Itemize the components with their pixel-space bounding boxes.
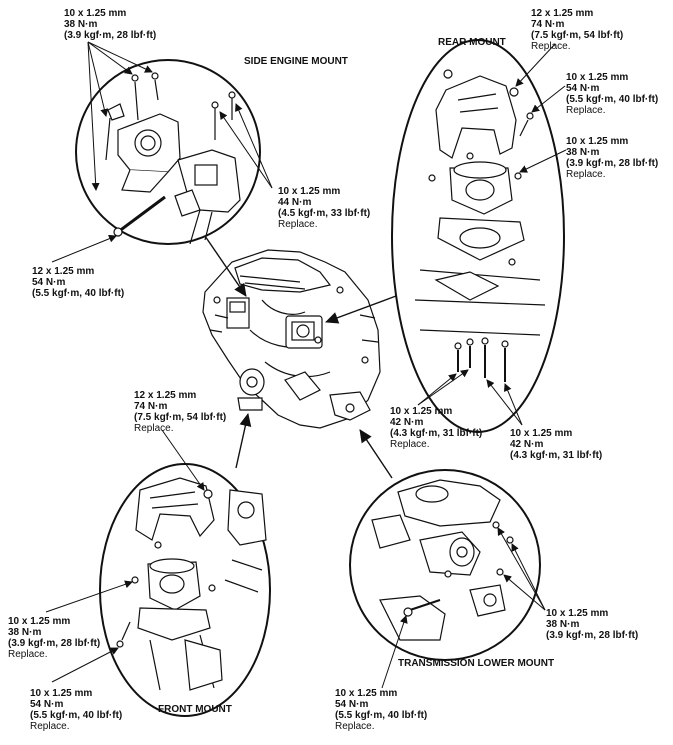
spec-rear-bottom-right: 10 x 1.25 mm 42 N·m (4.3 kgf·m, 31 lbf·f… bbox=[510, 428, 602, 461]
callout-leaders bbox=[45, 41, 567, 689]
transmission-lower-mount-title: TRANSMISSION LOWER MOUNT bbox=[398, 658, 554, 669]
torque-nm: 38 N·m bbox=[64, 19, 98, 30]
bolt-size: 10 x 1.25 mm bbox=[8, 616, 71, 627]
torque-nm: 54 N·m bbox=[32, 277, 66, 288]
title-line: SIDE ENGINE bbox=[244, 56, 309, 67]
torque-alt: (5.5 kgf·m, 40 lbf·ft) bbox=[32, 288, 125, 299]
front-mount-title: FRONT MOUNT bbox=[158, 704, 232, 715]
torque-alt: (5.5 kgf·m, 40 lbf·ft) bbox=[566, 94, 659, 105]
side-engine-mount-detail bbox=[75, 59, 261, 245]
torque-nm: 38 N·m bbox=[566, 147, 600, 158]
replace-note: Replace. bbox=[390, 439, 430, 450]
bolt-size: 10 x 1.25 mm bbox=[566, 136, 629, 147]
title-line: TRANSMISSION LOWER bbox=[398, 658, 515, 669]
spec-trans-right: 10 x 1.25 mm 38 N·m (3.9 kgf·m, 28 lbf·f… bbox=[546, 608, 638, 641]
torque-alt: (7.5 kgf·m, 54 lbf·ft) bbox=[134, 412, 227, 423]
bolt-size: 10 x 1.25 mm bbox=[390, 406, 453, 417]
rear-mount-detail bbox=[391, 39, 565, 433]
side-engine-mount-title: SIDE ENGINE MOUNT bbox=[244, 56, 348, 67]
engine-assembly bbox=[202, 249, 381, 429]
spec-rear-right2: 10 x 1.25 mm 38 N·m (3.9 kgf·m, 28 lbf·f… bbox=[566, 136, 658, 180]
torque-nm: 38 N·m bbox=[546, 619, 580, 630]
bolt-size: 12 x 1.25 mm bbox=[531, 8, 594, 19]
torque-alt: (5.5 kgf·m, 40 lbf·ft) bbox=[30, 710, 123, 721]
torque-alt: (7.5 kgf·m, 54 lbf·ft) bbox=[531, 30, 624, 41]
replace-note: Replace. bbox=[531, 41, 571, 52]
torque-nm: 38 N·m bbox=[8, 627, 42, 638]
title-line: MOUNT bbox=[311, 56, 348, 67]
transmission-lower-mount-detail bbox=[349, 469, 541, 661]
title-line: REAR MOUNT bbox=[438, 37, 506, 48]
detail-pointer-arrows bbox=[204, 235, 397, 479]
bolt-size: 10 x 1.25 mm bbox=[30, 688, 93, 699]
title-line: FRONT MOUNT bbox=[158, 704, 232, 715]
bolt-size: 10 x 1.25 mm bbox=[64, 8, 127, 19]
bolt-size: 12 x 1.25 mm bbox=[134, 390, 197, 401]
bolt-size: 10 x 1.25 mm bbox=[510, 428, 573, 439]
spec-rear-top: 12 x 1.25 mm 74 N·m (7.5 kgf·m, 54 lbf·f… bbox=[531, 8, 623, 52]
replace-note: Replace. bbox=[566, 169, 606, 180]
torque-alt: (3.9 kgf·m, 28 lbf·ft) bbox=[546, 630, 639, 641]
torque-nm: 74 N·m bbox=[134, 401, 168, 412]
spec-side-left: 12 x 1.25 mm 54 N·m (5.5 kgf·m, 40 lbf·f… bbox=[32, 266, 124, 299]
spec-front-left2: 10 x 1.25 mm 54 N·m (5.5 kgf·m, 40 lbf·f… bbox=[30, 688, 122, 732]
bolt-size: 10 x 1.25 mm bbox=[278, 186, 341, 197]
replace-note: Replace. bbox=[566, 105, 606, 116]
replace-note: Replace. bbox=[30, 721, 70, 732]
spec-rear-right1: 10 x 1.25 mm 54 N·m (5.5 kgf·m, 40 lbf·f… bbox=[566, 72, 658, 116]
bolt-size: 12 x 1.25 mm bbox=[32, 266, 95, 277]
torque-alt: (4.5 kgf·m, 33 lbf·ft) bbox=[278, 208, 371, 219]
bolt-size: 10 x 1.25 mm bbox=[335, 688, 398, 699]
torque-alt: (3.9 kgf·m, 28 lbf·ft) bbox=[566, 158, 659, 169]
torque-nm: 54 N·m bbox=[566, 83, 600, 94]
spec-side-top: 10 x 1.25 mm 38 N·m (3.9 kgf·m, 28 lbf·f… bbox=[64, 8, 156, 41]
spec-front-top: 12 x 1.25 mm 74 N·m (7.5 kgf·m, 54 lbf·f… bbox=[134, 390, 226, 434]
replace-note: Replace. bbox=[335, 721, 375, 732]
bolt-size: 10 x 1.25 mm bbox=[566, 72, 629, 83]
torque-nm: 42 N·m bbox=[390, 417, 424, 428]
torque-nm: 54 N·m bbox=[30, 699, 64, 710]
title-line: MOUNT bbox=[517, 658, 555, 669]
spec-side-right: 10 x 1.25 mm 44 N·m (4.5 kgf·m, 33 lbf·f… bbox=[278, 186, 370, 230]
torque-alt: (4.3 kgf·m, 31 lbf·ft) bbox=[510, 450, 603, 461]
torque-nm: 44 N·m bbox=[278, 197, 312, 208]
bolt-size: 10 x 1.25 mm bbox=[546, 608, 609, 619]
spec-front-left1: 10 x 1.25 mm 38 N·m (3.9 kgf·m, 28 lbf·f… bbox=[8, 616, 100, 660]
replace-note: Replace. bbox=[8, 649, 48, 660]
rear-mount-title: REAR MOUNT bbox=[438, 37, 506, 48]
spec-rear-bottom-left: 10 x 1.25 mm 42 N·m (4.3 kgf·m, 31 lbf·f… bbox=[390, 406, 482, 450]
front-mount-detail bbox=[99, 463, 271, 717]
spec-trans-bottom: 10 x 1.25 mm 54 N·m (5.5 kgf·m, 40 lbf·f… bbox=[335, 688, 427, 732]
torque-nm: 74 N·m bbox=[531, 19, 565, 30]
replace-note: Replace. bbox=[134, 423, 174, 434]
replace-note: Replace. bbox=[278, 219, 318, 230]
torque-alt: (3.9 kgf·m, 28 lbf·ft) bbox=[64, 30, 157, 41]
torque-nm: 54 N·m bbox=[335, 699, 369, 710]
torque-nm: 42 N·m bbox=[510, 439, 544, 450]
torque-alt: (4.3 kgf·m, 31 lbf·ft) bbox=[390, 428, 483, 439]
torque-alt: (3.9 kgf·m, 28 lbf·ft) bbox=[8, 638, 101, 649]
torque-alt: (5.5 kgf·m, 40 lbf·ft) bbox=[335, 710, 428, 721]
